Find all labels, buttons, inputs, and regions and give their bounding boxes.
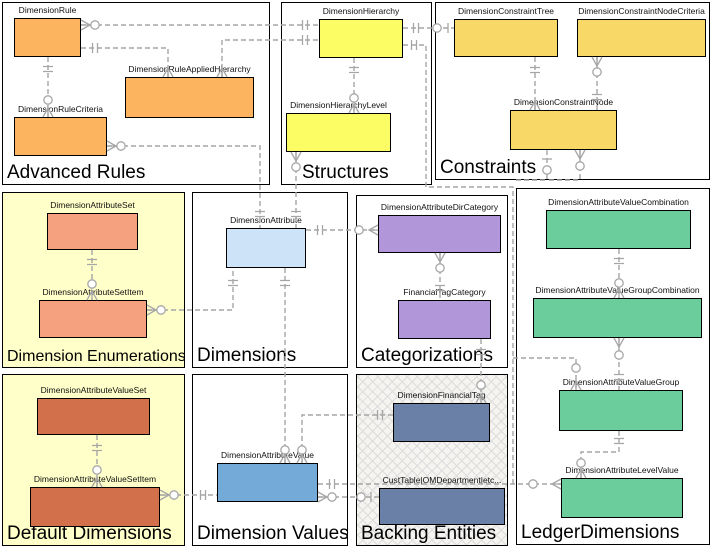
entity-dimensionconstraintnodecriteria[interactable] [577, 19, 706, 57]
entity-dimensionconstrainttree[interactable] [454, 19, 558, 57]
entity-financialtagcategory[interactable] [398, 300, 491, 339]
entity-label-dimensionruleappliedhierarchy: DimensionRuleAppliedHierarchy [128, 64, 251, 74]
entity-dimensionattributevalue[interactable] [217, 463, 318, 502]
entity-label-dimensionrule: DimensionRule [18, 5, 77, 15]
entity-label-dimensionhierarchy: DimensionHierarchy [322, 6, 400, 16]
entity-dimensionhierarchy[interactable] [319, 19, 403, 58]
entity-dimensionrule[interactable] [14, 18, 81, 57]
entity-label-dimensionattributelevelvalue: DimensionAttributeLevelValue [565, 465, 679, 475]
entity-dimensionattributevaluegroup[interactable] [559, 390, 683, 431]
entity-label-dimensionattributevaluecombination: DimensionAttributeValueCombination [548, 197, 689, 207]
entity-label-custtable-omdepartment-etc: CustTable|OMDepartment|etc... [382, 475, 502, 485]
entity-label-dimensionattributeset: DimensionAttributeSet [50, 200, 135, 210]
group-label-backing-entities: Backing Entities [361, 523, 497, 545]
entity-label-dimensionconstraintnodecriteria: DimensionConstraintNodeCriteria [578, 6, 705, 16]
entity-label-dimensionconstrainttree: DimensionConstraintTree [457, 6, 555, 16]
entity-label-dimensionrulecriteria: DimensionRuleCriteria [17, 104, 104, 114]
entity-label-dimensionhierarchylevel: DimensionHierarchyLevel [290, 100, 387, 110]
entity-dimensionattributevaluecombination[interactable] [546, 210, 691, 249]
entity-dimensionhierarchylevel[interactable] [286, 113, 391, 152]
entity-label-dimensionattributevalue: DimensionAttributeValue [221, 450, 314, 460]
entity-dimensionrulecriteria[interactable] [14, 117, 107, 156]
entity-label-dimensionattributevaluesetitem: DimensionAttributeValueSetItem [33, 474, 157, 484]
group-label-dimensions: Dimensions [197, 345, 297, 367]
group-label-default-dimensions: Default Dimensions [7, 523, 172, 545]
group-label-structures: Structures [302, 162, 389, 184]
entity-label-dimensionconstraintnode: DimensionConstraintNode [513, 97, 614, 107]
entity-label-dimensionattribute: DimensionAttribute [230, 215, 302, 225]
entity-dimensionattributedircategory[interactable] [378, 215, 501, 253]
entity-custtable-omdepartment-etc[interactable] [379, 488, 505, 525]
entity-label-dimensionattributevaluegroup: DimensionAttributeValueGroup [562, 377, 680, 387]
entity-label-dimensionattributevaluegroupcombination: DimensionAttributeValueGroupCombination [535, 285, 700, 295]
entity-label-dimensionfinancialtag: DimensionFinancialTag [397, 390, 486, 400]
entity-dimensionattributevaluegroupcombination[interactable] [533, 298, 702, 338]
entity-label-dimensionattributevalueset: DimensionAttributeValueSet [40, 385, 147, 395]
group-label-dimension-enumerations: Dimension Enumerations [7, 348, 185, 366]
entity-dimensionruleappliedhierarchy[interactable] [125, 77, 254, 118]
group-label-ledger-dimensions: LedgerDimensions [521, 522, 680, 544]
entity-dimensionattribute[interactable] [226, 228, 306, 268]
entity-dimensionattributesetitem[interactable] [39, 300, 147, 338]
entity-dimensionattributelevelvalue[interactable] [561, 478, 683, 518]
entity-label-financialtagcategory: FinancialTagCategory [403, 287, 486, 297]
group-label-dimension-values: Dimension Values [197, 523, 348, 545]
entity-dimensionconstraintnode[interactable] [510, 110, 617, 150]
entity-label-dimensionattributesetitem: DimensionAttributeSetItem [42, 287, 144, 297]
entity-dimensionfinancialtag[interactable] [393, 403, 490, 442]
entity-dimensionattributevalueset[interactable] [37, 398, 150, 435]
entity-dimensionattributeset[interactable] [47, 213, 138, 250]
entity-label-dimensionattributedircategory: DimensionAttributeDirCategory [380, 202, 499, 212]
entity-dimensionattributevaluesetitem[interactable] [30, 487, 160, 527]
